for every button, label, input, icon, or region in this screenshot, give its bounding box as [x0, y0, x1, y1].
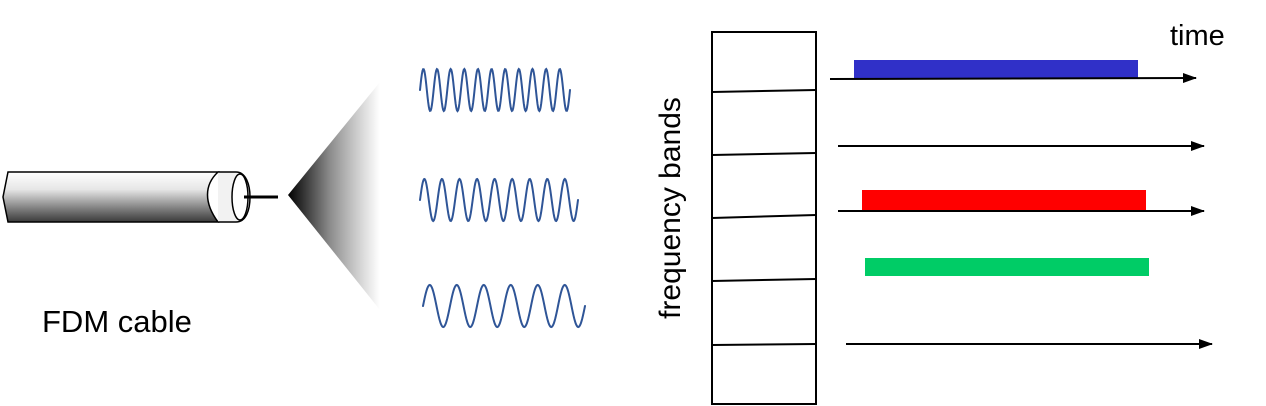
- signal-fan: [288, 82, 380, 310]
- cable-label: FDM cable: [42, 304, 192, 339]
- cable-icon: [2, 171, 278, 223]
- time-axis-label: time: [1170, 20, 1225, 52]
- frequency-band-column: [711, 31, 817, 405]
- wave-mid-frequency: [419, 177, 579, 223]
- wave-high-frequency: [419, 67, 571, 113]
- band-usage-bar-4: [865, 258, 1149, 276]
- time-axis-arrow-1: [829, 73, 1197, 84]
- wave-low-frequency: [422, 283, 586, 329]
- band-usage-bar-3: [862, 190, 1146, 210]
- frequency-bands-label: frequency bands: [654, 97, 687, 319]
- band-usage-bar-1: [854, 60, 1138, 79]
